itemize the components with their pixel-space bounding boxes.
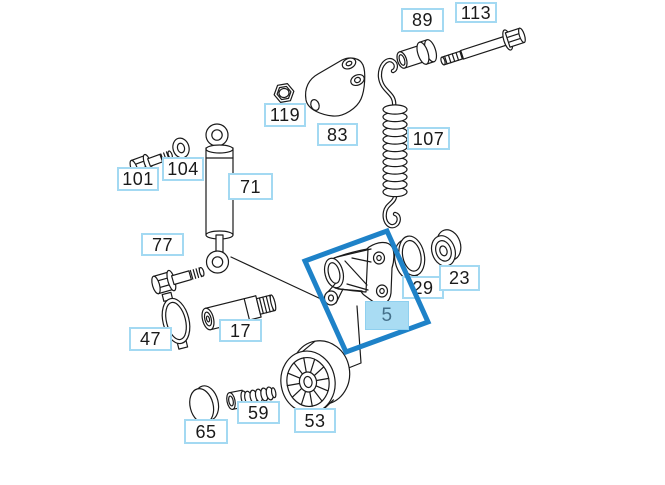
part-47-clamp xyxy=(161,291,191,350)
leader-line-71-to-5 xyxy=(230,256,322,300)
part-label-5-selected[interactable]: 5 xyxy=(365,301,409,330)
part-label-107[interactable]: 107 xyxy=(407,127,450,150)
part-label-104[interactable]: 104 xyxy=(162,157,204,181)
part-53-idler-pulley xyxy=(280,340,351,414)
part-label-17[interactable]: 17 xyxy=(219,319,262,342)
part-104-washer xyxy=(172,137,190,159)
part-label-101[interactable]: 101 xyxy=(117,167,159,191)
part-113-hex-flange-bolt xyxy=(440,27,526,66)
part-77-hex-bolt xyxy=(151,266,205,295)
part-label-23[interactable]: 23 xyxy=(439,265,480,291)
part-label-47[interactable]: 47 xyxy=(129,327,172,351)
part-29-ring xyxy=(393,235,426,281)
part-71-damper xyxy=(205,123,234,274)
part-label-83[interactable]: 83 xyxy=(317,123,358,146)
part-label-113[interactable]: 113 xyxy=(455,2,497,23)
part-label-71[interactable]: 71 xyxy=(228,173,273,200)
part-107-coil-spring xyxy=(377,57,408,229)
part-label-89[interactable]: 89 xyxy=(401,8,444,32)
part-65-cap-disc xyxy=(189,385,220,424)
part-label-53[interactable]: 53 xyxy=(294,408,336,433)
part-label-119[interactable]: 119 xyxy=(264,103,306,127)
part-89-bushing xyxy=(396,39,438,69)
part-label-29[interactable]: 29 xyxy=(402,276,444,299)
part-label-65[interactable]: 65 xyxy=(184,419,228,444)
part-label-59[interactable]: 59 xyxy=(237,401,280,424)
part-5-tensioner-bracket xyxy=(323,241,395,306)
part-119-hex-nut xyxy=(273,83,295,103)
part-23-roller xyxy=(430,229,462,267)
part-label-77[interactable]: 77 xyxy=(141,233,184,256)
part-83-bracket-plate xyxy=(304,57,366,117)
